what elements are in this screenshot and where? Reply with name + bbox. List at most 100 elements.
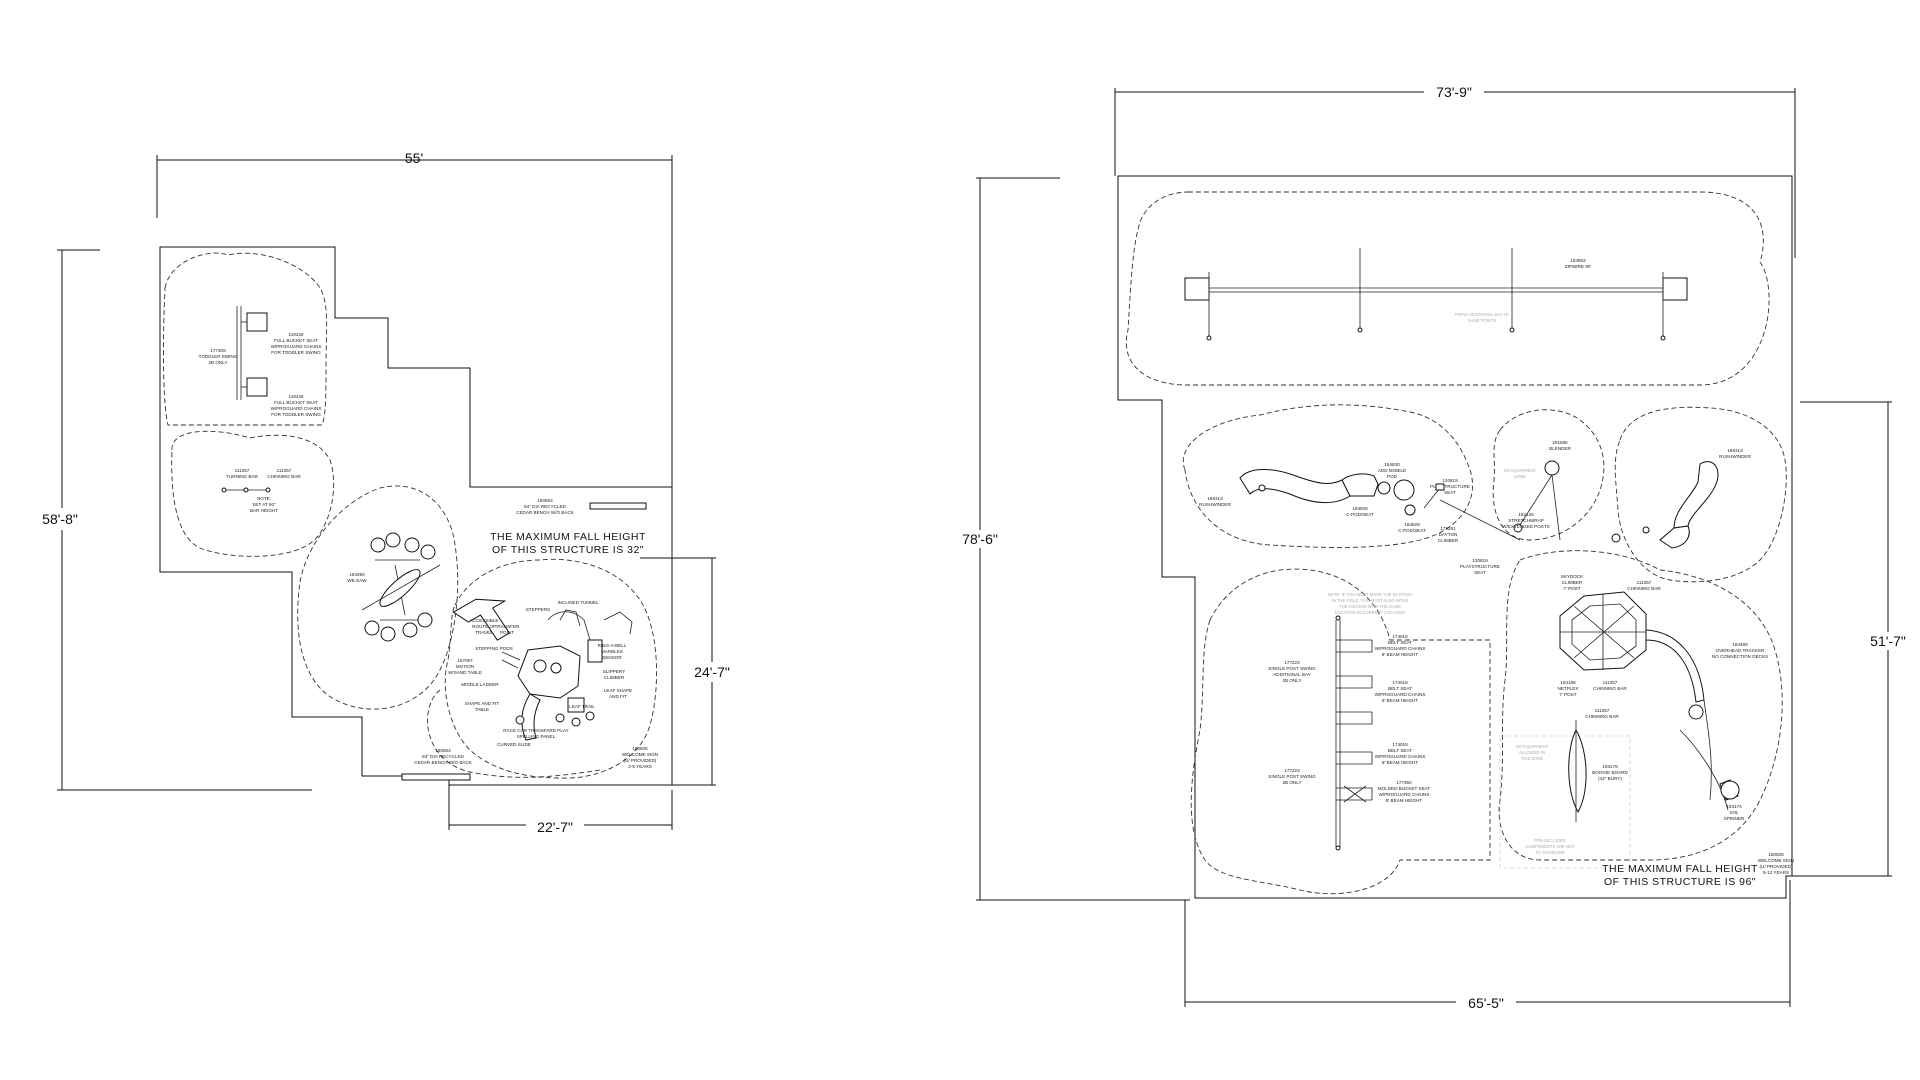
right-dim-bottom-text: 65'-5" (1468, 995, 1504, 1011)
svg-text:SKYDOCK: SKYDOCK (1561, 574, 1584, 579)
label-zipwire: 184802 ZIPWIRE 90' (1565, 258, 1592, 269)
label-playstructure-seat-2: 120819 PLAYSTRUCTURE SEAT (1460, 558, 1500, 575)
svg-text:OF THIS STRUCTURE IS 32": OF THIS STRUCTURE IS 32" (492, 544, 644, 556)
label-post-note: NOTE: IF YOU MUST MOVE THE SKYPOST IN TH… (1328, 592, 1413, 615)
svg-text:CLIMBER: CLIMBER (1562, 580, 1583, 585)
label-c-pod-2: 184829 C-POD/SEAT (1398, 522, 1426, 533)
svg-text:177350: 177350 (1396, 780, 1412, 785)
svg-text:(42" BURY): (42" BURY) (1598, 776, 1622, 781)
label-leaf-shape: LEAF SHAPE AND FIT (604, 688, 632, 699)
label-ring-a-bell: RING-A-BELL MARBLES SENSOR (598, 643, 627, 660)
svg-text:CURVED SLIDE: CURVED SLIDE (497, 742, 531, 747)
svg-text:OVERHEAD TRACKER: OVERHEAD TRACKER (1716, 648, 1766, 653)
svg-text:CHINNING BAR: CHINNING BAR (1627, 586, 1661, 591)
zipwire (1184, 248, 1688, 341)
svg-text:193188: 193188 (1560, 680, 1576, 685)
label-pre-included: PRE-INCLUDED COMPONENTS ARE NOT TO STAND… (1525, 838, 1575, 855)
label-sol-spinner: 193174 SOL SPINNER (1724, 804, 1745, 821)
svg-text:ACCESSIBLE: ACCESSIBLE (470, 618, 499, 623)
left-zone-bars (171, 430, 334, 557)
svg-text:NO EQUIPMENT: NO EQUIPMENT (1504, 468, 1537, 473)
boogie-board (1568, 720, 1587, 822)
svg-text:PLAYSTRUCTURE: PLAYSTRUCTURE (1460, 564, 1500, 569)
svg-text:CHINNING BAR: CHINNING BAR (267, 474, 301, 479)
svg-text:TRANSFER: TRANSFER (495, 624, 520, 629)
svg-text:LEAF SHAPE: LEAF SHAPE (604, 688, 632, 693)
svg-text:84" DIA RECYCLED: 84" DIA RECYCLED (422, 754, 464, 759)
label-mobile-pod: 184830 ADD MOBILE POD (1378, 462, 1406, 479)
svg-text:SENSOR: SENSOR (602, 655, 622, 660)
label-leaf-trail: LEAF TRAIL (569, 704, 595, 709)
svg-text:MOLDED BUCKET SEAT: MOLDED BUCKET SEAT (1378, 786, 1431, 791)
svg-text:W/PROGUARD CHAINS: W/PROGUARD CHAINS (1375, 646, 1426, 651)
c-pods (1377, 479, 1416, 516)
svg-text:LOCATION IN CORRECT LOCATION: LOCATION IN CORRECT LOCATION (1335, 610, 1406, 615)
right-fall-height-note: THE MAXIMUM FALL HEIGHT OF THIS STRUCTUR… (1602, 863, 1757, 888)
svg-text:IN THE FIELD, YOU MUST ALSO MO: IN THE FIELD, YOU MUST ALSO MOVE (1332, 598, 1409, 603)
svg-text:NETPLEX: NETPLEX (1558, 686, 1579, 691)
left-zone-swing (163, 252, 328, 426)
left-dim-bottom-text: 22'-7" (537, 819, 573, 835)
svg-text:7' POST: 7' POST (1559, 692, 1576, 697)
svg-text:SPELLING PANEL: SPELLING PANEL (517, 734, 556, 739)
svg-text:POD: POD (1387, 474, 1398, 479)
svg-text:2-5 YEARS: 2-5 YEARS (628, 764, 651, 769)
svg-text:184490: 184490 (349, 572, 365, 577)
svg-text:BELT SEAT: BELT SEAT (1388, 640, 1412, 645)
right-site-outline (1117, 175, 1793, 899)
label-single-post-swing-1: 177223 SINGLE POST SWING ADDITIONAL BAY … (1268, 660, 1316, 683)
svg-text:TODDLER SWING: TODDLER SWING (199, 354, 238, 359)
svg-text:MIDDLE LADDER: MIDDLE LADDER (461, 682, 499, 687)
label-belt-seat-2: 174018 BELT SEAT W/PROGUARD CHAINS 8' BE… (1375, 680, 1426, 703)
svg-text:WELCOME SIGN: WELCOME SIGN (622, 752, 658, 757)
svg-text:180505: 180505 (632, 746, 648, 751)
label-chinning-bar-2: 111357 CHINNING BAR (1593, 680, 1627, 691)
label-transfer-point: TRANSFER POINT (495, 624, 520, 635)
svg-text:BELT SEAT: BELT SEAT (1388, 686, 1412, 691)
svg-text:NO CONNECTION DECKS: NO CONNECTION DECKS (1712, 654, 1768, 659)
rushwinder-left (1239, 469, 1379, 504)
svg-text:2B ONLY: 2B ONLY (1282, 780, 1301, 785)
right-zone-rushwinder-right (1614, 406, 1787, 583)
left-wesaw (361, 532, 441, 642)
svg-text:111357: 111357 (277, 468, 292, 473)
svg-text:201585: 201585 (1552, 440, 1568, 445)
svg-text:NOTE: IF YOU MUST MOVE THE SKY: NOTE: IF YOU MUST MOVE THE SKYPOST (1328, 592, 1413, 597)
svg-text:2B ONLY: 2B ONLY (208, 360, 227, 365)
label-bar-note: NOTE: SET AT 60" BAR HEIGHT (250, 496, 278, 513)
svg-text:PLAYSTRUCTURE: PLAYSTRUCTURE (1430, 484, 1470, 489)
svg-text:8' BEAM HEIGHT: 8' BEAM HEIGHT (1382, 652, 1419, 657)
left-dim-top: 55' (156, 150, 673, 488)
left-dim-right-text: 24'-7" (694, 664, 730, 680)
svg-text:CEDAR BENCH W/O BACK: CEDAR BENCH W/O BACK (414, 760, 473, 765)
svg-text:180563: 180563 (435, 748, 451, 753)
svg-text:BAR HEIGHT: BAR HEIGHT (250, 508, 278, 513)
svg-text:SAME POINTS: SAME POINTS (1468, 318, 1497, 323)
svg-text:WELCOME SIGN: WELCOME SIGN (1758, 858, 1794, 863)
svg-text:157057: 157057 (457, 658, 473, 663)
right-dim-left: 78'-6" (952, 177, 1190, 901)
label-curved-slide: CURVED SLIDE (497, 742, 531, 747)
svg-text:RING-A-BELL: RING-A-BELL (598, 643, 627, 648)
svg-text:FOR TODDLER SWING: FOR TODDLER SWING (271, 350, 321, 355)
svg-text:STRETCHWRAP: STRETCHWRAP (1508, 518, 1543, 523)
svg-text:WE-SAW: WE-SAW (347, 578, 367, 583)
svg-text:SINGLE POST SWING: SINGLE POST SWING (1268, 666, 1316, 671)
left-bench-bottom (401, 773, 471, 781)
svg-text:W/PROGUARD CHAINS: W/PROGUARD CHAINS (271, 344, 322, 349)
svg-text:SLIPPERY: SLIPPERY (603, 669, 625, 674)
svg-text:FULL BUCKET SEAT: FULL BUCKET SEAT (274, 338, 318, 343)
label-molded-bucket: 177350 MOLDED BUCKET SEAT W/PROGUARD CHA… (1378, 780, 1431, 803)
netplex (1559, 591, 1740, 811)
svg-text:8' BEAM HEIGHT: 8' BEAM HEIGHT (1386, 798, 1423, 803)
right-zone-rushwinder-left (1182, 404, 1473, 548)
right-plan: 73'-9" 78'-6" 51'-7" 65'-5" (952, 84, 1916, 1012)
label-inclined-tunnel: INCLINED TUNNEL (557, 600, 598, 605)
svg-text:SPINNER: SPINNER (1724, 816, 1745, 821)
label-overhead-tracker: 184489 OVERHEAD TRACKER NO CONNECTION DE… (1712, 642, 1768, 659)
svg-text:2B ONLY: 2B ONLY (1282, 678, 1301, 683)
svg-text:TURNING BAR: TURNING BAR (226, 474, 258, 479)
svg-text:120819: 120819 (1442, 478, 1458, 483)
svg-text:111357: 111357 (1595, 708, 1610, 713)
label-single-post-swing-2: 177223 SINGLE POST SWING 2B ONLY (1268, 768, 1316, 785)
